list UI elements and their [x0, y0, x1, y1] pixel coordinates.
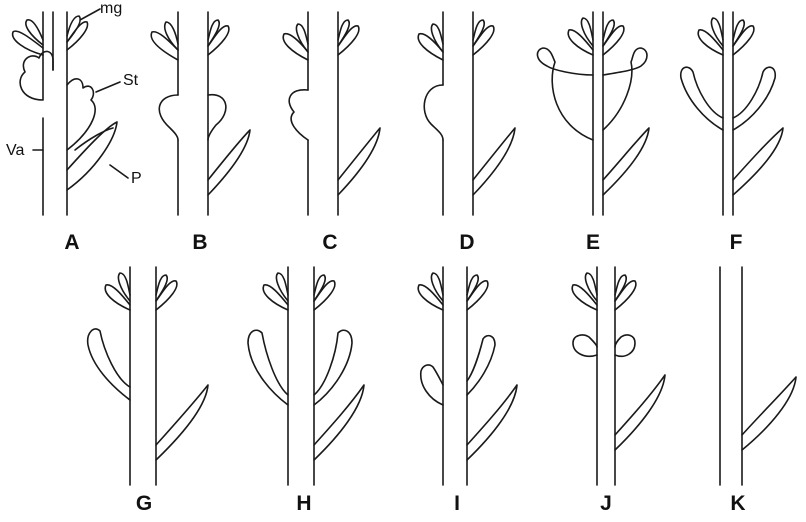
- label-st: St: [123, 72, 138, 90]
- label-p: P: [131, 170, 142, 188]
- leader-st: [96, 82, 120, 92]
- leader-p: [110, 165, 128, 178]
- label-va: Va: [6, 142, 24, 160]
- leader-mg: [80, 9, 100, 20]
